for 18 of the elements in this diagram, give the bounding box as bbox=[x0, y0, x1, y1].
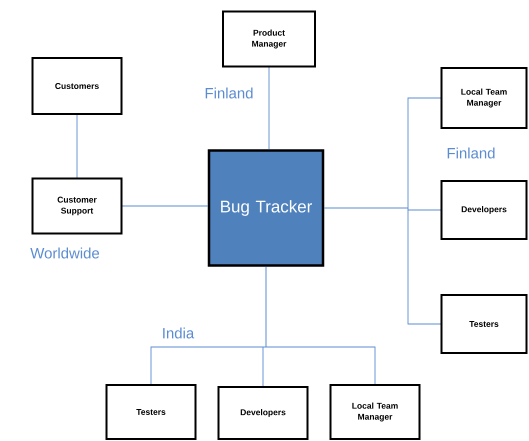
role-box: Local Team Manager bbox=[440, 67, 528, 129]
connector-line bbox=[76, 114, 78, 178]
role-box: Customers bbox=[32, 57, 122, 115]
region-label: Worldwide bbox=[30, 248, 100, 258]
role-box: Customer Support bbox=[32, 178, 122, 234]
region-label: Finland bbox=[206, 88, 253, 98]
connector-line bbox=[266, 266, 376, 384]
role-box: Local Team Manager bbox=[330, 384, 420, 440]
role-box: Developers bbox=[218, 386, 308, 440]
role-box: Developers bbox=[440, 180, 528, 240]
connector-line bbox=[268, 67, 270, 150]
role-box: Testers bbox=[106, 384, 196, 440]
region-label: India bbox=[163, 328, 194, 338]
role-box: Product Manager bbox=[222, 10, 316, 68]
tracker-box: Bug Tracker bbox=[208, 149, 324, 267]
connector-line bbox=[324, 208, 441, 324]
role-box: Testers bbox=[440, 294, 528, 354]
region-label: Finland bbox=[448, 148, 495, 158]
